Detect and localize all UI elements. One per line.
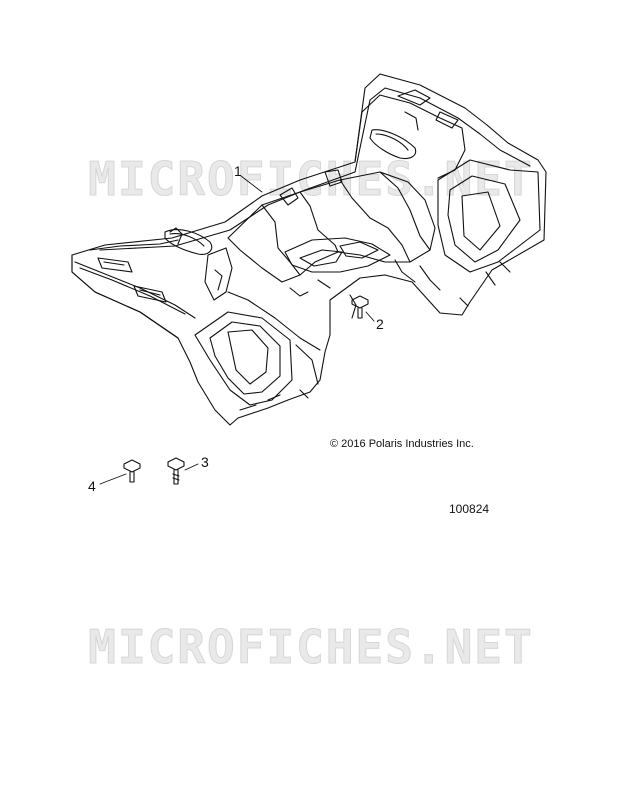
callout-1: 1 — [234, 163, 242, 179]
drawing-number: 100824 — [449, 502, 490, 516]
bolt-3-icon — [167, 457, 185, 485]
callout-4: 4 — [88, 478, 96, 494]
watermark-bottom: MICROFICHES.NET — [88, 620, 534, 675]
callout-2: 2 — [376, 316, 384, 332]
callout-3: 3 — [201, 454, 209, 470]
screw-2-icon — [351, 295, 369, 319]
copyright-notice: © 2016 Polaris Industries Inc. — [330, 438, 474, 450]
bolt-4-icon — [123, 459, 141, 483]
watermark-top: MICROFICHES.NET — [88, 152, 534, 207]
rear-rack-panel — [71, 73, 547, 426]
leader-lines — [99, 175, 375, 485]
